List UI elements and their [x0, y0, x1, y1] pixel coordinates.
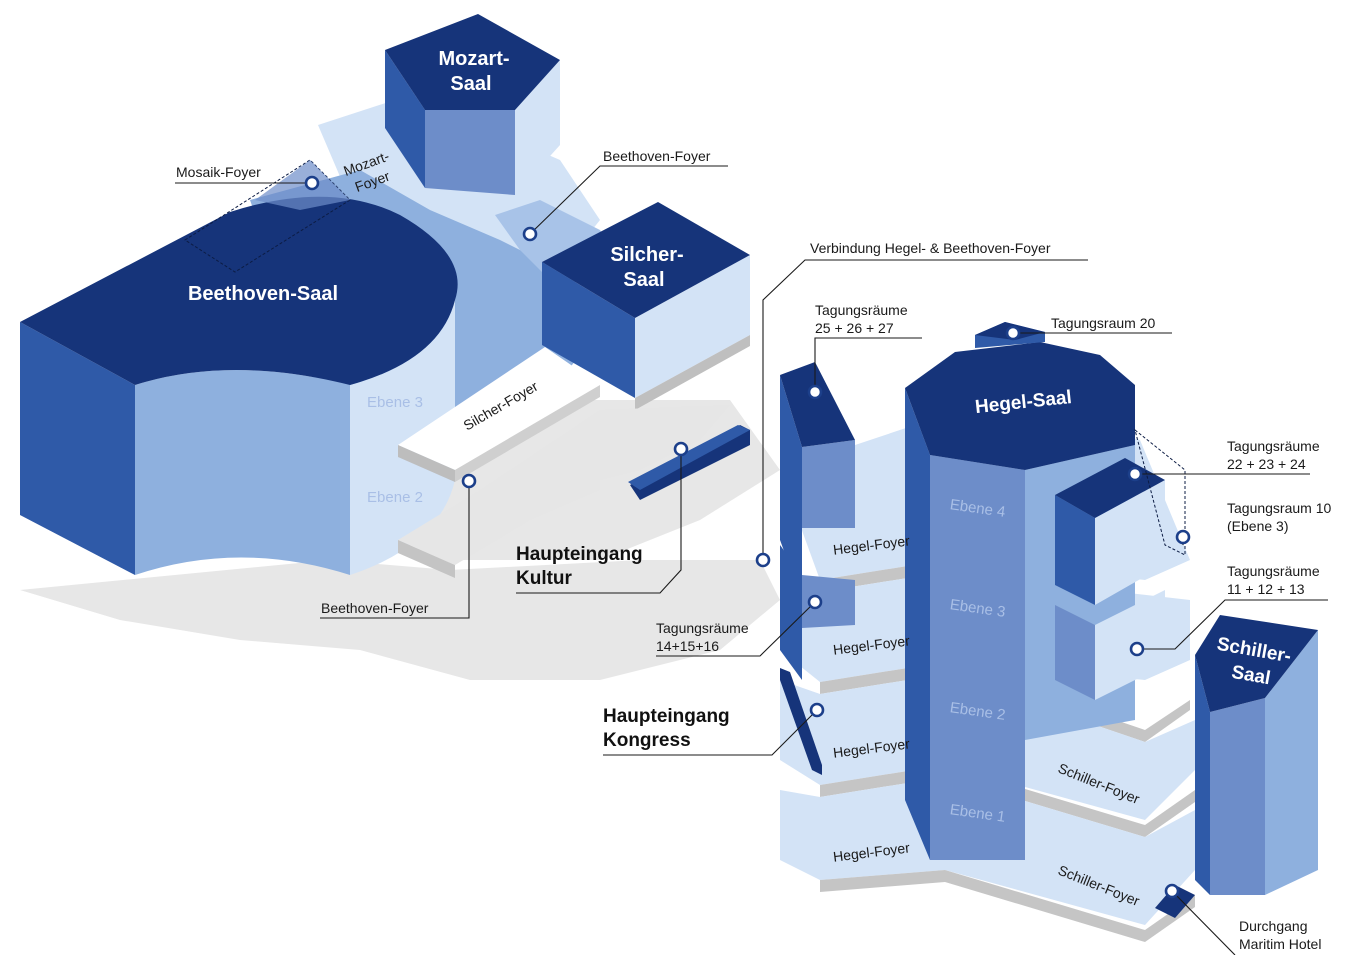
tagung-22-right-wall	[1095, 480, 1165, 605]
callout-tagung-14-line1: Tagungsräume	[656, 620, 749, 636]
mozart-saal-front-wall	[425, 110, 515, 195]
hegel-slab-level1-edge	[820, 870, 1195, 942]
callout-mosaik-foyer: Mosaik-Foyer	[176, 164, 261, 180]
callout-tagung-22-line2: 22 + 23 + 24	[1227, 456, 1306, 472]
callout-tagung-22-line1: Tagungsräume	[1227, 438, 1320, 454]
tagung-25-front-wall	[802, 440, 855, 528]
silcher-foyer-slab-top	[398, 347, 600, 470]
mosaik-foyer-outline	[184, 159, 351, 273]
callout-tagung-10-line2: (Ebene 3)	[1227, 518, 1288, 534]
mozart-saal-right-wall	[515, 60, 560, 195]
hegel-saal-front-wall	[930, 455, 1025, 860]
callout-tagung-11-line2: 11 + 12 + 13	[1227, 581, 1305, 597]
silcher-saal-label-1: Silcher-	[610, 244, 683, 266]
leader-beethoven-foyer-top	[529, 165, 728, 235]
callout-tagung-10-line1: Tagungsraum 10	[1227, 500, 1332, 516]
tagung-22-lower-left	[1055, 605, 1095, 700]
pin-beethoven-foyer-bottom[interactable]	[461, 473, 477, 489]
leader-tagung-14	[656, 601, 816, 657]
silcher-foyer-slab-edge2	[455, 385, 600, 482]
pin-tagung-10[interactable]	[1175, 529, 1191, 545]
pin-tagungsraum-20[interactable]	[1005, 325, 1021, 341]
pin-tagung-14[interactable]	[807, 594, 823, 610]
silcher-saal-label-2: Saal	[623, 269, 664, 291]
beethoven-saal-roof	[20, 196, 458, 385]
kultur-entrance-ramp-top	[628, 425, 750, 490]
callout-tagung-14-line2: 14+15+16	[656, 638, 719, 654]
beethoven-saal-front-wall	[135, 370, 350, 575]
maritim-passage-block	[1155, 885, 1195, 918]
leader-verbindung	[762, 259, 1088, 560]
mozart-saal-label-1: Mozart-	[438, 48, 509, 70]
hegel-saal-roof	[905, 342, 1135, 470]
entrance-kongress-line1: Haupteingang	[603, 706, 730, 727]
callout-tagungsraum-20: Tagungsraum 20	[1051, 315, 1156, 331]
tagungsraum-10-dashed	[1134, 428, 1186, 556]
leader-durchgang-maritim	[1171, 890, 1236, 955]
beethoven-level-3-label: Ebene 3	[367, 394, 423, 411]
tagung-25-left-wall	[780, 375, 802, 600]
schiller-saal-right-wall	[1265, 630, 1318, 895]
entrance-kultur-line1: Haupteingang	[516, 544, 643, 565]
entrance-kultur-line2: Kultur	[516, 568, 573, 589]
mozart-saal-left-wall	[385, 50, 425, 188]
silcher-saal-right-wall	[635, 255, 750, 398]
beethoven-saal-label: Beethoven-Saal	[188, 283, 338, 305]
pin-haupteingang-kultur[interactable]	[673, 441, 689, 457]
leader-haupteingang-kultur	[516, 449, 682, 594]
beethoven-saal-right-wall	[350, 300, 455, 575]
schiller-saal-front-wall	[1210, 698, 1265, 895]
pin-beethoven-foyer-top[interactable]	[522, 226, 538, 242]
entrance-kongress-line2: Kongress	[603, 730, 691, 751]
tagung-14-left	[780, 545, 802, 680]
leader-beethoven-foyer-bottom	[320, 481, 470, 619]
pin-haupteingang-kongress[interactable]	[809, 702, 825, 718]
mosaik-foyer-floor	[255, 160, 350, 210]
leader-haupteingang-kongress	[603, 709, 818, 756]
tagung-25-roof	[780, 362, 855, 447]
hegel-saal-left-wall	[905, 388, 930, 860]
callout-durchgang-line1: Durchgang	[1239, 918, 1308, 934]
hegel-slab-level2-edge	[820, 765, 1195, 837]
pin-tagung-11[interactable]	[1129, 641, 1145, 657]
callout-beethoven-foyer-top: Beethoven-Foyer	[603, 148, 711, 164]
schiller-saal-roof	[1195, 615, 1318, 712]
tagung-14-block	[802, 575, 855, 628]
pin-mosaik-foyer[interactable]	[304, 175, 320, 191]
pin-verbindung[interactable]	[755, 552, 771, 568]
corridor-level2-edge	[398, 540, 455, 578]
pin-durchgang-maritim[interactable]	[1164, 883, 1180, 899]
tagung-22-lower-right	[1095, 590, 1165, 700]
silcher-saal-roof	[542, 202, 750, 318]
mozart-saal-label-2: Saal	[450, 73, 491, 95]
callout-beethoven-foyer-bottom: Beethoven-Foyer	[321, 600, 429, 616]
leader-tagung-25	[814, 337, 922, 392]
callout-durchgang-line2: Maritim Hotel	[1239, 936, 1321, 952]
silcher-foyer-slab-edge	[398, 445, 455, 482]
silcher-saal-base	[635, 335, 750, 410]
silcher-saal-left-wall	[542, 262, 635, 398]
callout-tagung-25-line1: Tagungsräume	[815, 302, 908, 318]
callout-tagung-25-line2: 25 + 26 + 27	[815, 320, 894, 336]
beethoven-saal-left-wall	[20, 322, 135, 575]
schiller-saal-left-wall	[1195, 655, 1210, 895]
callout-tagung-11-line1: Tagungsräume	[1227, 563, 1320, 579]
kongress-entrance-ramp	[780, 668, 822, 775]
ground-shadow-left	[20, 560, 780, 680]
callout-verbindung: Verbindung Hegel- & Beethoven-Foyer	[810, 240, 1051, 256]
tagung-22-left-wall	[1055, 495, 1095, 605]
beethoven-level-2-label: Ebene 2	[367, 489, 423, 506]
corridor-level2-top	[398, 405, 730, 565]
pin-tagung-22[interactable]	[1127, 466, 1143, 482]
pin-tagung-25[interactable]	[807, 384, 823, 400]
mozart-saal-roof	[385, 14, 560, 110]
leader-tagung-11	[1137, 599, 1328, 650]
